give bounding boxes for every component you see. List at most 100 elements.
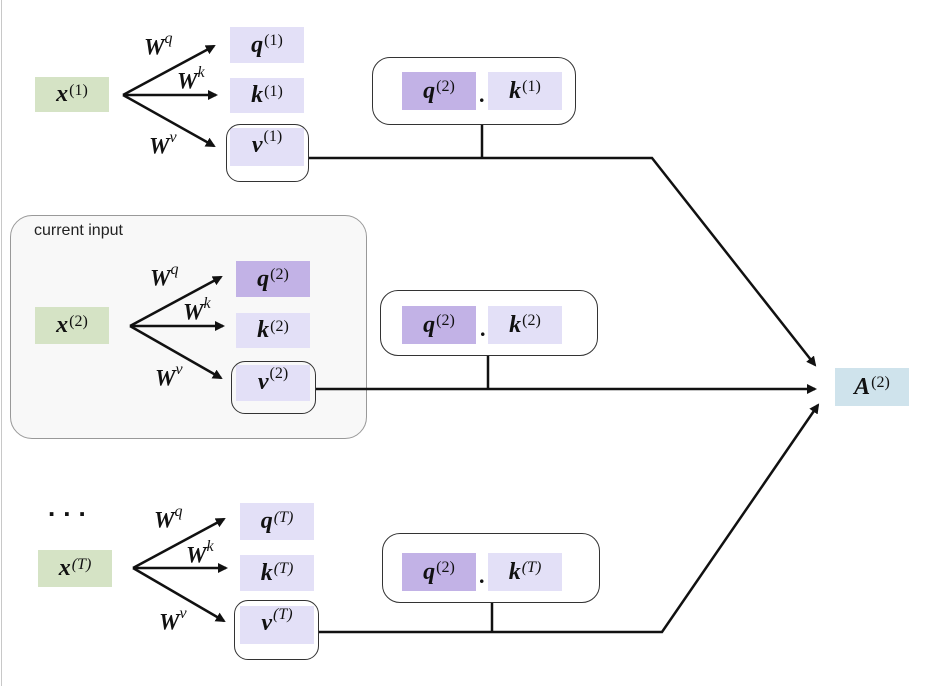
v2-base: v bbox=[257, 369, 269, 395]
v1-sup: (1) bbox=[263, 128, 283, 145]
wk3-sup: k bbox=[206, 538, 214, 555]
A2-sup: (2) bbox=[871, 374, 890, 391]
path-v1-to-output bbox=[308, 156, 817, 367]
input-x1: x(1) bbox=[35, 77, 109, 112]
query-q1: q(1) bbox=[230, 27, 304, 63]
dot1-query: q(2) bbox=[402, 72, 476, 110]
wv3-sup: v bbox=[179, 605, 187, 622]
x2-base: x bbox=[56, 312, 69, 338]
A2-base: A bbox=[854, 373, 871, 400]
dot1-q-sup: (2) bbox=[436, 78, 455, 95]
wq-base: W bbox=[144, 34, 165, 60]
wq2-sup: q bbox=[170, 261, 179, 278]
dot-operator-2: . bbox=[480, 316, 486, 341]
qT-base: q bbox=[260, 508, 273, 534]
wk2-base: W bbox=[183, 299, 204, 325]
dot1-k-sup: (1) bbox=[522, 78, 541, 95]
dot-operator-3: . bbox=[479, 563, 485, 588]
arrow-x2-to-q2 bbox=[129, 275, 223, 328]
wq-sup: q bbox=[164, 30, 173, 47]
k2-sup: (2) bbox=[270, 317, 289, 335]
kT-base: k bbox=[260, 559, 273, 586]
dot1-k-base: k bbox=[509, 77, 522, 104]
wv3-base: W bbox=[159, 609, 180, 635]
xT-base: x bbox=[58, 555, 71, 581]
dot3-q-base: q bbox=[423, 558, 436, 585]
dot2-q-sup: (2) bbox=[436, 312, 455, 329]
arrow-xT-to-qT bbox=[132, 517, 226, 570]
arrow-x1-to-q1 bbox=[122, 44, 216, 97]
input-xT: x(T) bbox=[38, 550, 112, 587]
left-border bbox=[1, 0, 2, 686]
value-v1-frame bbox=[226, 124, 309, 182]
v2-sup: (2) bbox=[269, 365, 289, 382]
q2-sup: (2) bbox=[270, 266, 289, 283]
dot2-k-sup: (2) bbox=[522, 312, 541, 329]
vT-base: v bbox=[261, 610, 273, 636]
value-vT: v(T) bbox=[240, 606, 314, 644]
wv2-sup: v bbox=[175, 361, 183, 378]
weight-key-label-1: Wk bbox=[177, 65, 205, 94]
value-v2: v(2) bbox=[236, 365, 310, 401]
dot3-key: k(T) bbox=[488, 553, 562, 591]
k1-sup: (1) bbox=[264, 82, 283, 100]
dot2-q-base: q bbox=[423, 311, 436, 338]
q2-base: q bbox=[257, 265, 270, 292]
weight-query-label-1: Wq bbox=[144, 31, 172, 60]
dot2-query: q(2) bbox=[402, 306, 476, 344]
key-k1: k(1) bbox=[230, 78, 304, 113]
weight-key-label-3: Wk bbox=[186, 539, 214, 568]
kT-sup: (T) bbox=[273, 560, 294, 577]
wk3-base: W bbox=[186, 542, 207, 568]
ellipsis: ... bbox=[48, 492, 94, 522]
output-A2: A(2) bbox=[835, 368, 909, 406]
path-vT-to-output bbox=[318, 403, 820, 634]
wk-sup: k bbox=[197, 64, 205, 81]
wq3-sup: q bbox=[174, 503, 183, 520]
dot1-key: k(1) bbox=[488, 72, 562, 110]
input-x2: x(2) bbox=[35, 307, 109, 344]
x2-sup: (2) bbox=[69, 312, 88, 330]
weight-value-label-1: Wv bbox=[149, 130, 177, 159]
k1-base: k bbox=[251, 82, 264, 108]
weight-value-label-2: Wv bbox=[155, 362, 183, 391]
q1-base: q bbox=[251, 31, 264, 58]
wv2-base: W bbox=[155, 365, 176, 391]
weight-query-label-2: Wq bbox=[150, 262, 178, 291]
key-kT: k(T) bbox=[240, 555, 314, 591]
weight-key-label-2: Wk bbox=[183, 296, 211, 325]
wk2-sup: k bbox=[203, 295, 211, 312]
arrow-x1-to-v1 bbox=[122, 93, 216, 148]
dot3-k-base: k bbox=[508, 558, 521, 585]
dot-operator-1: . bbox=[479, 82, 485, 107]
q1-sup: (1) bbox=[264, 32, 283, 49]
k2-base: k bbox=[257, 317, 270, 343]
query-qT: q(T) bbox=[240, 503, 314, 540]
xT-sup: (T) bbox=[71, 555, 92, 573]
dot2-k-base: k bbox=[509, 311, 522, 338]
input-x1-base: x bbox=[56, 81, 69, 107]
current-input-label: current input bbox=[34, 222, 123, 239]
key-k2: k(2) bbox=[236, 313, 310, 348]
dot3-query: q(2) bbox=[402, 553, 476, 591]
value-v2-frame bbox=[231, 361, 316, 414]
wq2-base: W bbox=[150, 265, 171, 291]
v1-base: v bbox=[251, 132, 263, 158]
value-vT-frame bbox=[234, 600, 319, 660]
dot3-k-sup: (T) bbox=[521, 559, 542, 576]
dot2-key: k(2) bbox=[488, 306, 562, 344]
arrow-xT-to-vT bbox=[132, 566, 226, 623]
wv-sup: v bbox=[169, 129, 177, 146]
weight-value-label-3: Wv bbox=[159, 606, 187, 635]
input-x1-sup: (1) bbox=[69, 81, 88, 99]
wk-base: W bbox=[177, 68, 198, 94]
query-q2: q(2) bbox=[236, 261, 310, 297]
vT-sup: (T) bbox=[273, 606, 293, 623]
wv-base: W bbox=[149, 133, 170, 159]
weight-query-label-3: Wq bbox=[154, 504, 182, 532]
dot1-q-base: q bbox=[423, 77, 436, 104]
arrow-x2-to-v2 bbox=[129, 324, 223, 380]
value-v1: v(1) bbox=[230, 128, 304, 166]
qT-sup: (T) bbox=[273, 508, 294, 526]
